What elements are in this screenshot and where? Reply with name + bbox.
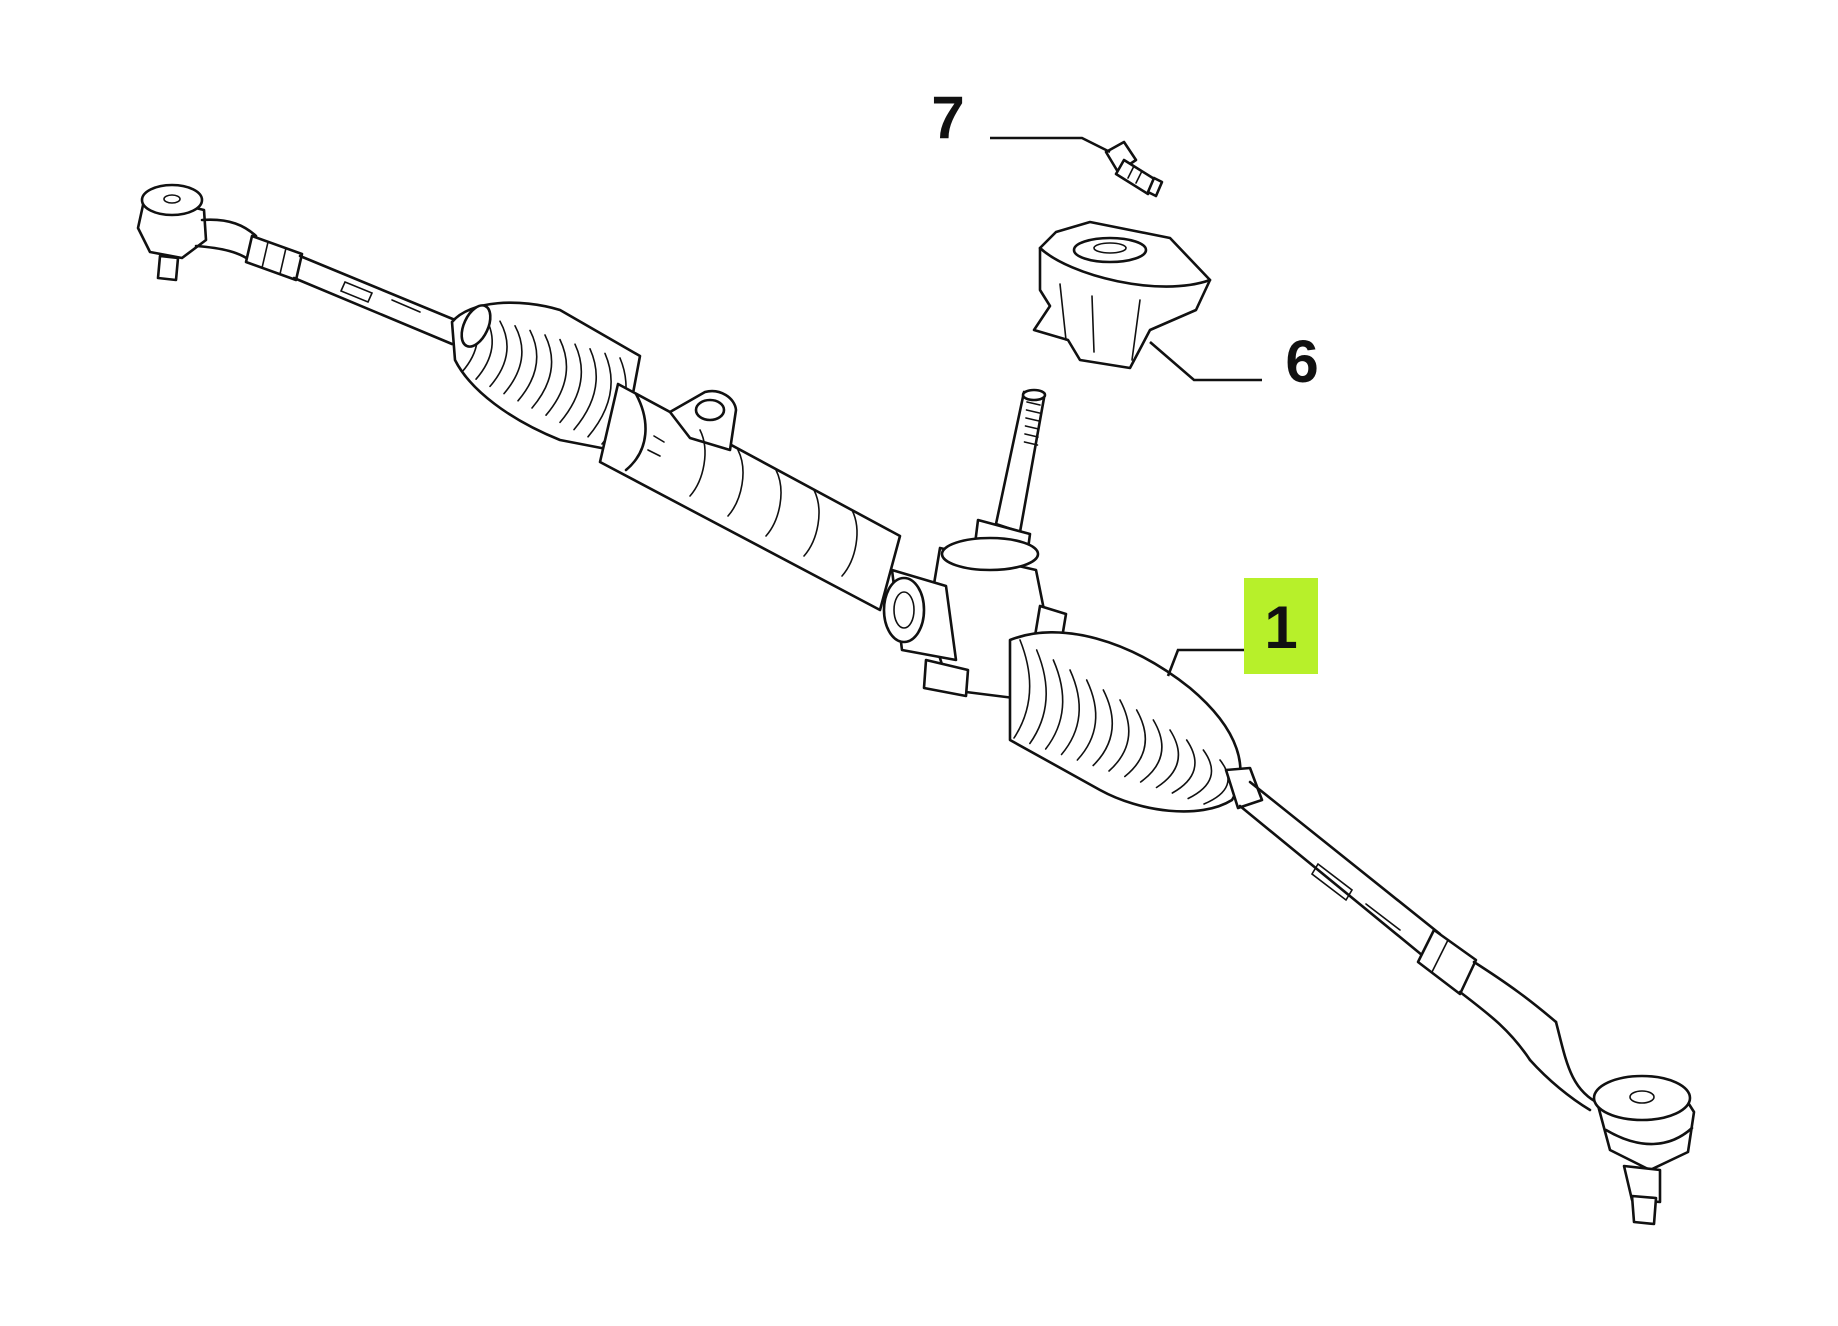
right-tie-rod-end: [1528, 1020, 1696, 1226]
leader-1: [1166, 648, 1244, 677]
right-bellows-boot: [1008, 631, 1264, 813]
bolt-part-7: [1104, 140, 1164, 198]
left-bellows-boot: [450, 301, 642, 454]
callout-7-label: 7: [931, 84, 964, 151]
rack-housing: [598, 382, 902, 612]
callout-1-label: 1: [1264, 594, 1297, 661]
leader-lines: [990, 136, 1262, 677]
leader-6: [1149, 341, 1262, 382]
left-tie-rod-end: [136, 183, 258, 282]
left-tie-rod: [244, 234, 462, 346]
leader-7: [990, 136, 1111, 154]
callout-6-label: 6: [1285, 328, 1318, 395]
callout-1-highlight: [1244, 578, 1318, 674]
callouts: 7 6 1: [931, 84, 1319, 674]
right-tie-rod: [1238, 780, 1558, 1062]
bracket-part-6: [1032, 220, 1212, 370]
